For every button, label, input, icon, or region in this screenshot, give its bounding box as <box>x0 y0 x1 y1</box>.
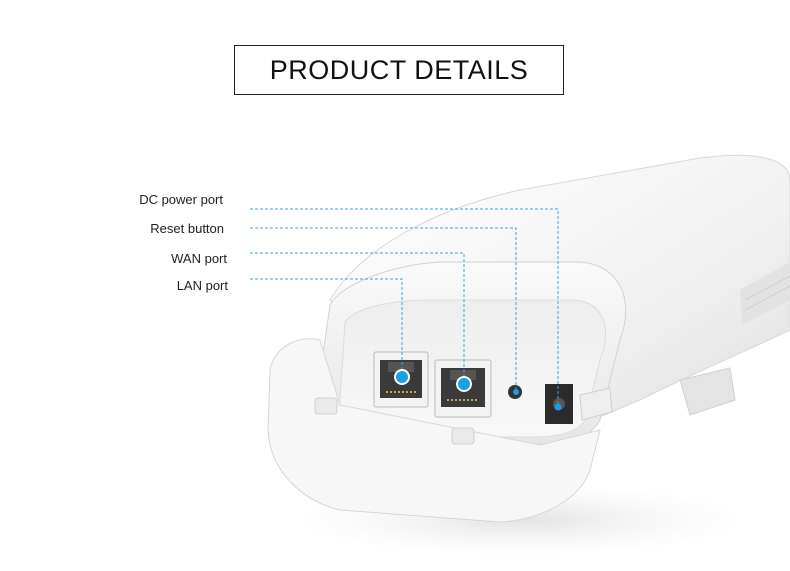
vent-strip <box>740 262 790 325</box>
page-title: PRODUCT DETAILS <box>269 54 529 85</box>
cover-clip-right <box>451 427 475 445</box>
callout-label-lan-port: LAN port <box>176 278 228 293</box>
callout-label-reset-button: Reset button <box>150 221 224 236</box>
marker-lan <box>394 369 410 385</box>
marker-wan <box>456 376 472 392</box>
callout-label-dc-power-port: DC power port <box>139 192 223 207</box>
callout-label-wan-port: WAN port <box>171 251 227 266</box>
leader-reset <box>250 227 517 392</box>
marker-dc-power <box>554 403 562 411</box>
title-box: PRODUCT DETAILS <box>234 45 564 95</box>
wan-port-illustration <box>434 359 492 418</box>
leader-dc-power <box>250 208 559 407</box>
cover-clip-left <box>314 397 338 415</box>
leader-lines <box>250 208 559 407</box>
open-cover <box>267 338 601 523</box>
leader-lan <box>250 278 403 377</box>
leader-wan <box>250 252 465 384</box>
dc-jack-illustration <box>545 384 613 424</box>
mount-bracket <box>679 367 736 416</box>
marker-reset <box>513 389 519 395</box>
